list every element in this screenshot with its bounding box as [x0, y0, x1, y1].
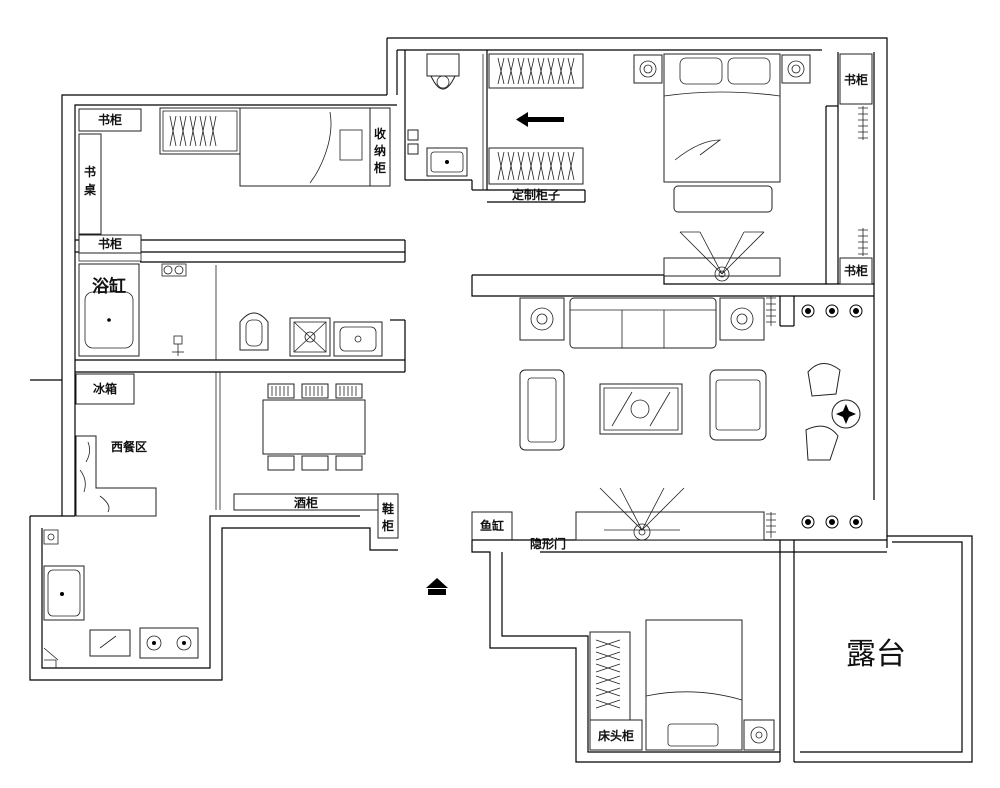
stove — [139, 627, 199, 659]
bookcase-master-bottom — [839, 257, 873, 285]
kitchen-basin — [43, 565, 85, 621]
toilet-bowl — [430, 75, 456, 90]
fridge-label: 冰箱 — [93, 381, 117, 396]
bench — [673, 185, 773, 213]
lower-bedroom: 床头柜 — [589, 619, 775, 751]
wine-cabinet-label: 酒柜 — [294, 495, 318, 510]
cutting-board — [89, 629, 131, 657]
tv-fan-living — [599, 487, 685, 541]
hidden-door-label: 隐形门 — [530, 536, 566, 551]
armchair — [709, 369, 767, 441]
marble-counter — [75, 435, 157, 517]
nightstand-right — [781, 54, 811, 84]
toilet-tank — [426, 53, 460, 77]
side-table-left — [519, 297, 565, 341]
radiator-master — [858, 106, 868, 256]
svg-text:鞋: 鞋 — [382, 501, 394, 516]
top-bathroom — [407, 53, 468, 177]
fish-tank — [471, 511, 513, 541]
coffee-table — [599, 383, 683, 435]
bathroom-strip: 浴缸 — [78, 263, 383, 357]
lounge-chairs — [805, 363, 841, 461]
nightstand-lower-right — [743, 719, 775, 751]
terrace: 露台 — [846, 637, 906, 672]
dining-area: 冰箱 西餐区 酒柜 鞋 柜 — [43, 373, 399, 668]
bathtub-label: 浴缸 — [92, 276, 126, 297]
terrace-label: 露台 — [846, 637, 906, 672]
bookcase-top — [78, 108, 142, 132]
bookcase-top-label: 书柜 — [98, 112, 122, 127]
desk-label-1: 书 — [84, 164, 96, 179]
study-wardrobe — [159, 107, 241, 155]
wardrobe-top — [488, 53, 584, 89]
toilet — [239, 312, 269, 351]
side-table-right — [719, 297, 765, 341]
fish-tank-label: 鱼缸 — [480, 518, 504, 533]
brick-strip — [78, 252, 142, 262]
tv-cabinet — [575, 511, 765, 541]
bathtub — [78, 263, 140, 357]
wardrobe-bottom — [488, 147, 584, 185]
western-dining-label: 西餐区 — [111, 439, 147, 454]
exterior-walls — [29, 37, 973, 763]
nightstand-label: 床头柜 — [598, 728, 634, 743]
study-bed — [239, 107, 371, 187]
nightstand-left — [633, 54, 663, 84]
chaise-left — [519, 369, 565, 451]
svg-text:柜: 柜 — [381, 518, 394, 533]
tv-fan-master — [679, 231, 765, 282]
living-room: 鱼缸 隐形门 — [471, 296, 863, 551]
sofa — [569, 297, 717, 349]
svg-text:柜: 柜 — [373, 160, 386, 175]
desk — [78, 133, 102, 235]
arrow-left-icon — [516, 112, 564, 127]
study-room: 书柜 书 桌 书柜 收 纳 柜 — [78, 107, 391, 262]
lower-bed — [645, 619, 743, 751]
desk-label-2: 桌 — [83, 182, 97, 197]
bookcase-master-top — [839, 53, 873, 105]
shoe-cabinet — [377, 493, 399, 539]
svg-text:书柜: 书柜 — [844, 72, 868, 87]
storage-cabinet — [369, 107, 391, 187]
dining-table — [262, 399, 366, 455]
entrance-arrow-icon — [426, 578, 448, 595]
svg-text:收: 收 — [374, 126, 386, 141]
fridge — [75, 373, 135, 405]
custom-cabinet-label: 定制柜子 — [512, 187, 560, 202]
nightstand — [589, 719, 643, 751]
master-bedroom: 书柜 书柜 — [633, 53, 873, 285]
walk-in-wardrobe: 定制柜子 — [482, 53, 584, 202]
svg-text:纳: 纳 — [374, 143, 386, 158]
svg-text:书柜: 书柜 — [844, 263, 868, 278]
bookcase-mid-label: 书柜 — [98, 236, 122, 251]
